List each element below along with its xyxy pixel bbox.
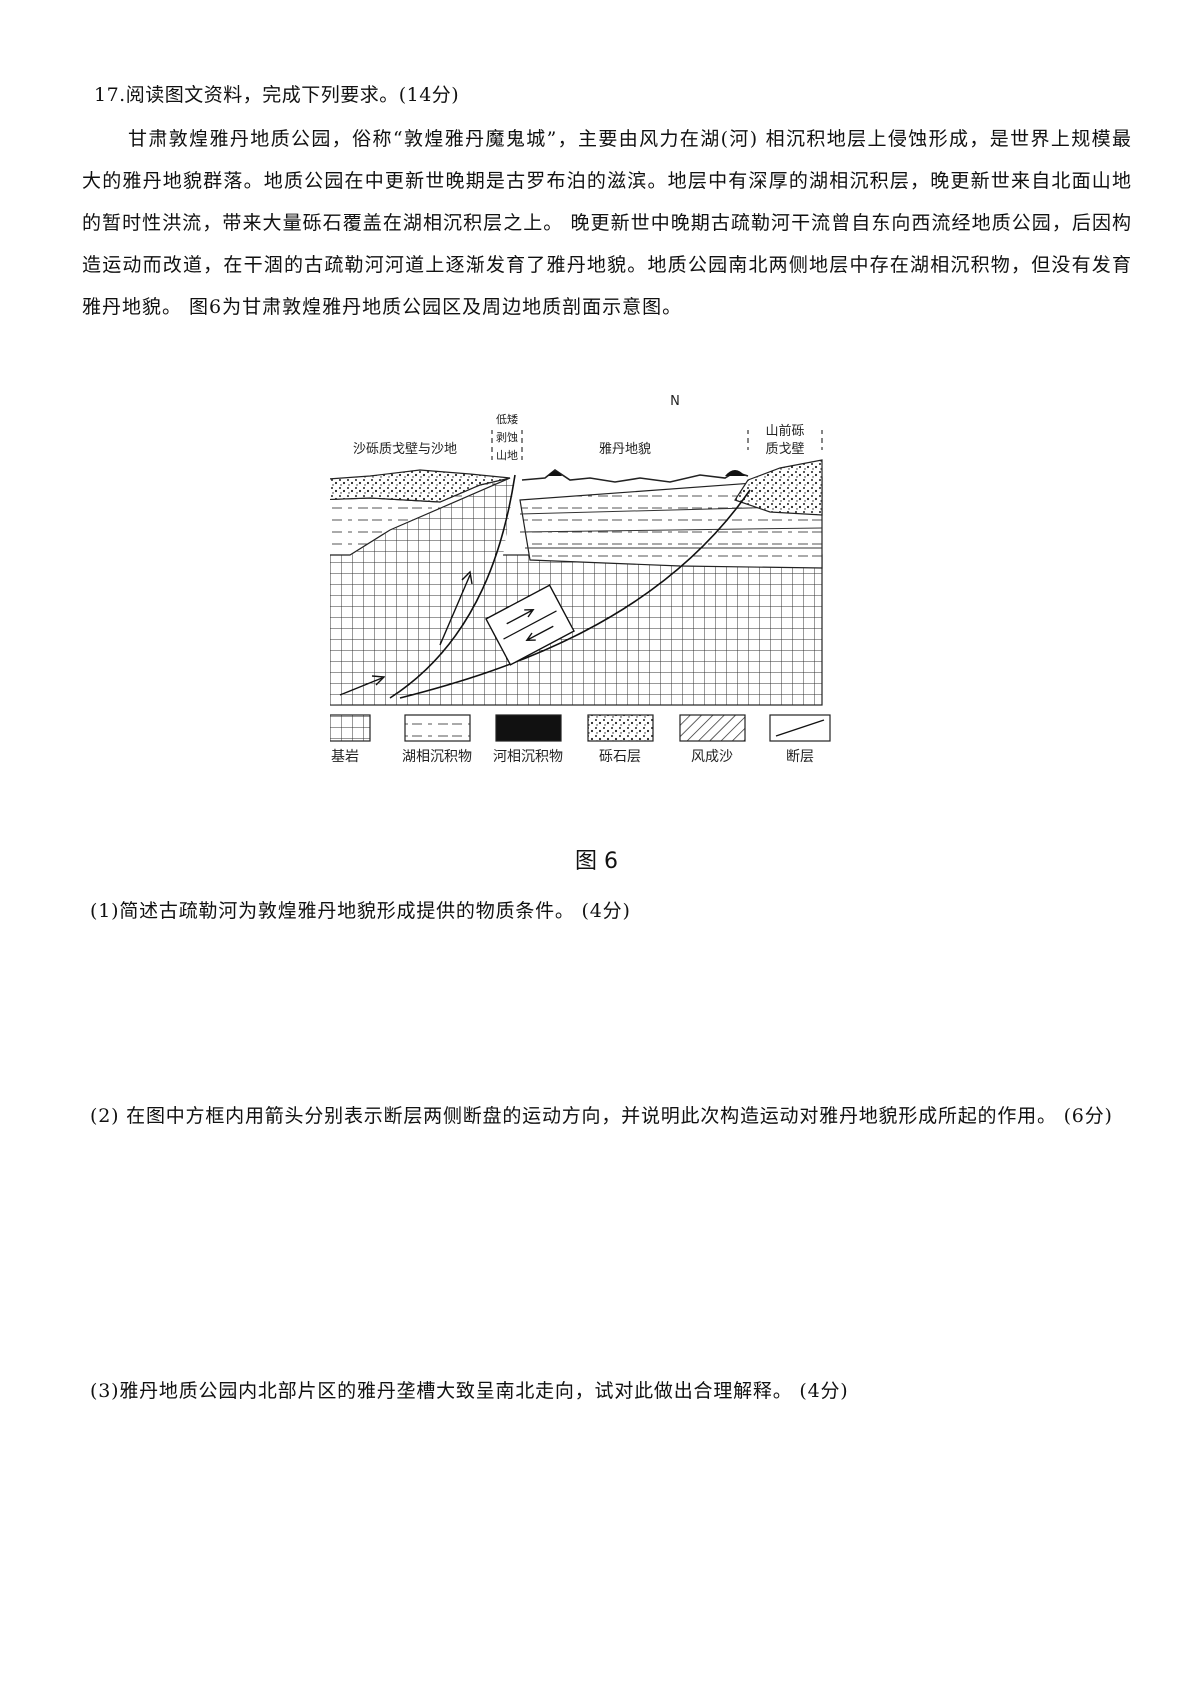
zone-label-center: 雅丹地貌 <box>598 442 651 457</box>
geologic-cross-section-figure: 沙砾质戈壁与沙地 低矮 剥蚀 山地 雅丹地貌 山前砾 质戈壁 N 基岩 湖相沉积… <box>330 394 920 842</box>
zone-label-middle-2: 剥蚀 <box>496 431 518 444</box>
legend-label: 基岩 <box>331 749 359 765</box>
subquestion-3: (3)雅丹地质公园内北部片区的雅丹垄槽大致呈南北走向，试对此做出合理解释。 (4… <box>90 1380 849 1402</box>
zone-label-right-1: 山前砾 <box>765 424 805 439</box>
legend-label: 河相沉积物 <box>493 749 563 765</box>
zone-label-middle-3: 山地 <box>496 449 518 462</box>
legend-label: 砾石层 <box>599 749 641 765</box>
legend-swatch-lake <box>404 714 471 742</box>
legend-label: 风成沙 <box>691 749 733 765</box>
question-title: 17.阅读图文资料，完成下列要求。(14分) <box>94 84 460 106</box>
fault-answer-box[interactable] <box>485 584 575 666</box>
cross-section-drawing <box>330 430 831 742</box>
question-paragraph: 甘肃敦煌雅丹地质公园，俗称“敦煌雅丹魔鬼城”，主要由风力在湖(河) 相沉积地层上… <box>82 128 1132 318</box>
legend-swatch-gravel <box>587 714 654 742</box>
subquestion-1: (1)简述古疏勒河为敦煌雅丹地貌形成提供的物质条件。 (4分) <box>90 900 631 922</box>
arrow-icon <box>339 677 383 696</box>
legend-swatch-bedrock <box>330 714 371 742</box>
legend-label: 断层 <box>786 749 814 765</box>
subquestion-2: (2) 在图中方框内用箭头分别表示断层两侧断盘的运动方向，并说明此次构造运动对雅… <box>90 1105 1113 1127</box>
fault-line <box>399 489 751 699</box>
zone-label-middle-1: 低矮 <box>496 413 518 426</box>
figure-caption: 图 6 <box>575 849 618 874</box>
gravel-layer <box>330 469 511 503</box>
north-label: N <box>670 394 680 409</box>
zone-label-left: 沙砾质戈壁与沙地 <box>352 442 457 457</box>
legend-swatch-sand <box>679 714 746 742</box>
fault-line <box>389 474 516 699</box>
legend-label: 湖相沉积物 <box>402 749 472 765</box>
legend-swatch-fault <box>769 714 831 742</box>
arrow-icon <box>439 574 471 646</box>
legend-swatch-river <box>495 714 562 742</box>
river-sediment-patch <box>548 471 562 476</box>
zone-label-right-2: 质戈壁 <box>765 442 805 457</box>
